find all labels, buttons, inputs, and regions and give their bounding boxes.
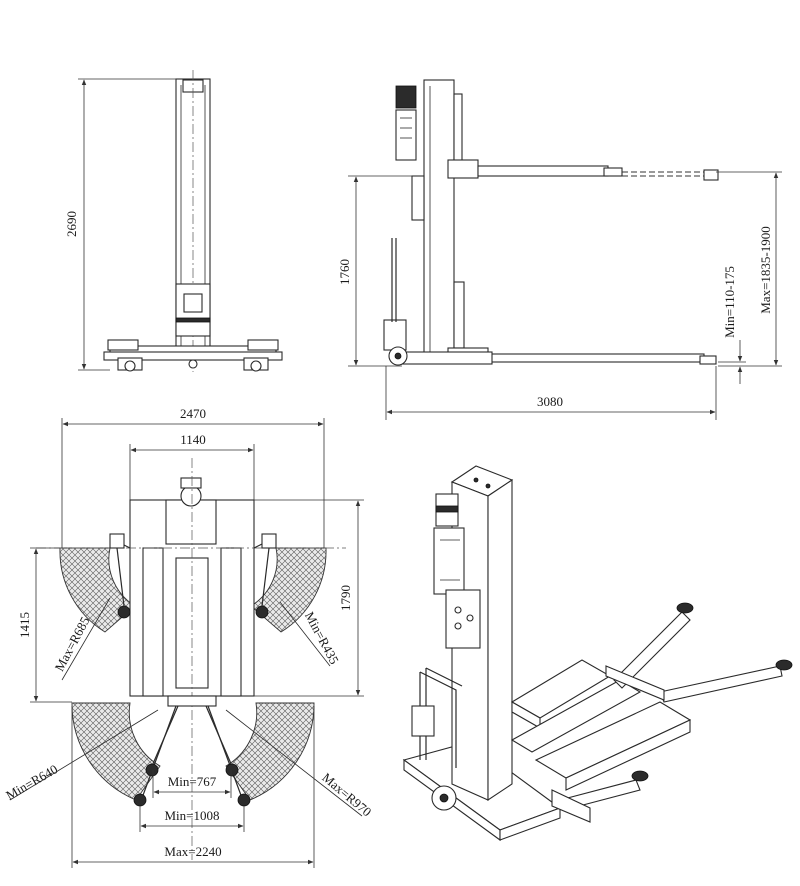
iso-arms bbox=[551, 602, 793, 823]
side-view: 1760 Max=1835-1900 Min=110-175 3080 bbox=[337, 79, 782, 420]
side-motor bbox=[395, 85, 417, 161]
inner-min-label: Min=767 bbox=[168, 774, 217, 789]
front-base bbox=[103, 339, 283, 372]
front-depth-label: 1790 bbox=[338, 585, 353, 611]
overall-width-dimension: 2470 bbox=[61, 406, 325, 548]
front-view: 2690 bbox=[64, 70, 283, 372]
max-span-dimension: Max=2240 bbox=[71, 706, 315, 868]
iso-motor bbox=[433, 493, 465, 595]
side-lift-height-dimension: 1760 bbox=[337, 175, 424, 367]
side-length-label: 3080 bbox=[537, 394, 563, 409]
front-depth-dimension: 1790 bbox=[254, 499, 364, 697]
iso-handle bbox=[411, 667, 463, 811]
rear-depth-dimension: 1415 bbox=[17, 547, 72, 703]
rear-max-radius-label: Max=R970 bbox=[319, 770, 374, 820]
front-right-sweep-zone bbox=[250, 547, 327, 633]
front-column bbox=[175, 70, 211, 372]
side-length-dimension: 3080 bbox=[385, 366, 717, 420]
frame-width-dimension: 1140 bbox=[129, 432, 255, 500]
isometric-view bbox=[402, 465, 793, 842]
rear-right-sweep-zone bbox=[225, 702, 315, 801]
front-max-radius-label: Max=R685 bbox=[51, 614, 92, 673]
rear-arms bbox=[133, 695, 251, 807]
iso-platforms bbox=[510, 659, 692, 791]
front-height-label: 2690 bbox=[64, 211, 79, 237]
rear-min-radius-label: Min=R640 bbox=[3, 761, 60, 803]
frame-width-label: 1140 bbox=[180, 432, 206, 447]
outer-min-label: Min=1008 bbox=[164, 808, 219, 823]
top-view: Max=R685 Min=R435 Min=R640 Max=R970 2470… bbox=[3, 406, 374, 868]
front-height-dimension: 2690 bbox=[64, 78, 176, 371]
front-left-sweep-zone bbox=[59, 547, 136, 633]
side-column bbox=[411, 79, 465, 359]
side-base bbox=[383, 238, 493, 366]
max-span-label: Max=2240 bbox=[164, 844, 221, 859]
outer-min-dimension: Min=1008 bbox=[139, 806, 245, 832]
overall-width-label: 2470 bbox=[180, 406, 206, 421]
inner-min-dimension: Min=767 bbox=[152, 770, 232, 798]
iso-control-box bbox=[445, 589, 481, 649]
front-arms bbox=[109, 533, 277, 619]
side-min-height-dimension: Min=110-175 bbox=[718, 266, 746, 384]
top-frame bbox=[36, 458, 346, 860]
rear-depth-label: 1415 bbox=[17, 612, 32, 638]
side-arm-height-dimension: Max=1835-1900 bbox=[716, 171, 782, 367]
side-arm-height-label: Max=1835-1900 bbox=[758, 226, 773, 314]
side-lift-height-label: 1760 bbox=[337, 259, 352, 285]
side-min-height-label: Min=110-175 bbox=[722, 266, 737, 338]
side-upper-arm bbox=[447, 159, 719, 181]
